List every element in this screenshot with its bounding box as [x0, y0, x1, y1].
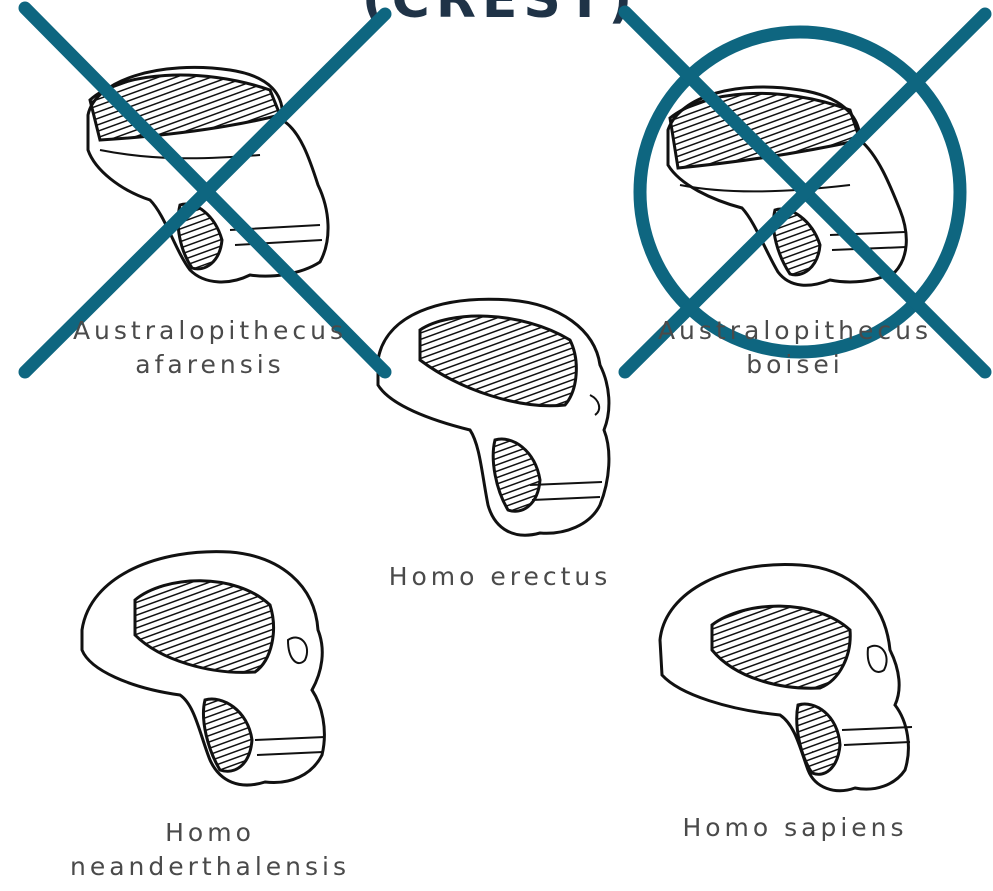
caption-sapiens: Homo sapiens: [650, 811, 940, 845]
caption-afarensis: Australopithecus afarensis: [55, 314, 365, 382]
skull-sapiens: [660, 564, 912, 790]
caption-neanderthalensis: Homo neanderthalensis: [45, 816, 375, 884]
skull-erectus: [378, 299, 609, 535]
caption-boisei: Australopithecus boisei: [640, 314, 950, 382]
caption-erectus: Homo erectus: [360, 560, 640, 594]
skull-neanderthalensis: [82, 552, 325, 785]
